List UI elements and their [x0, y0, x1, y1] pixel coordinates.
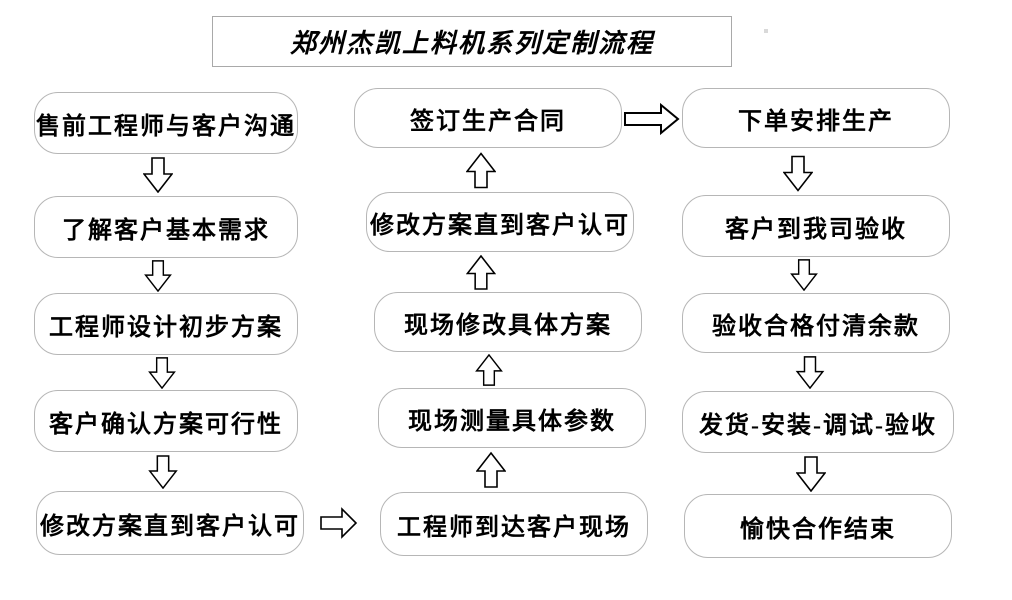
flow-box-revise-until-approved-onsite: 修改方案直到客户认可 [366, 192, 634, 252]
flow-box-confirm-feasibility: 客户确认方案可行性 [34, 390, 298, 452]
down-arrow-icon [144, 260, 172, 292]
up-arrow-icon [475, 354, 503, 386]
down-arrow-icon [148, 455, 178, 489]
title-box: 郑州杰凯上料机系列定制流程 [212, 16, 732, 67]
flow-box-label: 现场测量具体参数 [408, 408, 616, 435]
flow-box-understand-needs: 了解客户基本需求 [34, 196, 298, 258]
down-arrow-icon [795, 356, 825, 389]
right-arrow-icon [320, 507, 358, 539]
up-arrow-icon [466, 152, 496, 189]
flow-box-label: 愉快合作结束 [740, 516, 896, 543]
up-arrow-icon [466, 255, 496, 290]
artifact-dot [764, 29, 768, 33]
flow-box-sign-contract: 签订生产合同 [354, 88, 622, 148]
flow-box-revise-until-approved: 修改方案直到客户认可 [36, 491, 304, 555]
flow-box-engineer-arrive-site: 工程师到达客户现场 [380, 492, 648, 556]
flow-box-design-draft-plan: 工程师设计初步方案 [34, 293, 298, 355]
flow-box-label: 发货-安装-调试-验收 [699, 412, 937, 439]
flow-box-happy-cooperation-end: 愉快合作结束 [684, 494, 952, 558]
flow-box-label: 签订生产合同 [410, 108, 566, 135]
flow-box-label: 下单安排生产 [738, 108, 894, 135]
flow-box-pay-balance: 验收合格付清余款 [682, 293, 950, 353]
flow-box-label: 修改方案直到客户认可 [370, 212, 630, 239]
up-arrow-icon [476, 451, 506, 488]
flow-box-ship-install-debug-accept: 发货-安装-调试-验收 [682, 391, 954, 453]
right-arrow-icon [624, 102, 680, 136]
flow-box-label: 验收合格付清余款 [712, 313, 920, 340]
flow-box-label: 了解客户基本需求 [62, 217, 270, 244]
down-arrow-icon [796, 456, 826, 492]
flow-box-label: 现场修改具体方案 [404, 312, 612, 339]
down-arrow-icon [783, 155, 813, 192]
flow-box-label: 修改方案直到客户认可 [40, 513, 300, 540]
flow-box-onsite-measure-params: 现场测量具体参数 [378, 388, 646, 448]
diagram-title: 郑州杰凯上料机系列定制流程 [289, 29, 654, 58]
flow-box-arrange-production: 下单安排生产 [682, 88, 950, 148]
flow-box-label: 工程师设计初步方案 [49, 314, 283, 341]
flow-box-customer-acceptance: 客户到我司验收 [682, 195, 950, 257]
down-arrow-icon [143, 157, 173, 193]
down-arrow-icon [148, 357, 176, 389]
down-arrow-icon [790, 259, 818, 291]
flow-box-label: 工程师到达客户现场 [397, 514, 631, 541]
flow-box-onsite-revise-plan: 现场修改具体方案 [374, 292, 642, 352]
flow-box-presale-communication: 售前工程师与客户沟通 [34, 92, 298, 154]
flow-box-label: 客户到我司验收 [725, 216, 907, 243]
flow-box-label: 客户确认方案可行性 [49, 411, 283, 438]
flow-box-label: 售前工程师与客户沟通 [36, 113, 296, 140]
